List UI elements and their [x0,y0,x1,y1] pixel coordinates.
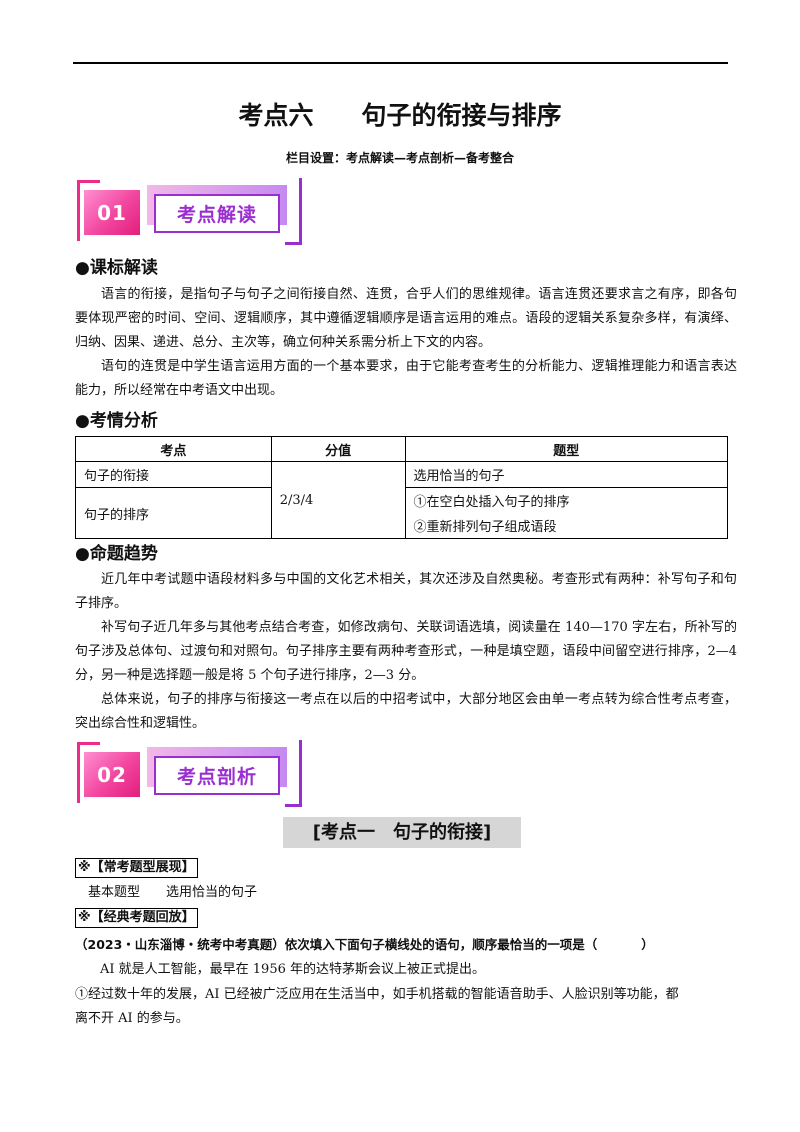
question-item-1-cont: 离不开 AI 的参与。 [75,1011,189,1026]
table-cell: ②重新排列句子组成语段 [404,513,729,539]
paragraph-qushi-1: 近几年中考试题中语段材料多与中国的文化艺术相关，其次还涉及自然奥秘。考查形式有两… [75,572,737,611]
section-badge-01: 01 考点解读 [75,178,305,248]
section-label: 考点剖析 [154,756,280,795]
table-row: 句子的排序 ①在空白处插入句子的排序 [75,487,729,539]
table-cell: ①在空白处插入句子的排序 [404,487,729,513]
section-label: 考点解读 [154,194,280,233]
badge-left-bracket [77,180,100,241]
table-cell: 选用恰当的句子 [404,461,729,488]
paragraph-kebiao-1: 语言的衔接，是指句子与句子之间衔接自然、连贯，合乎人们的思维规律。语言连贯还要求… [75,287,737,350]
title-part1: 考点六 [238,101,314,130]
heading-kebiao: ●课标解读 [75,258,158,278]
section-number: 02 [84,752,140,797]
question-stem: （2023・山东淄博・统考中考真题）依次填入下面句子横线处的语句，顺序最恰当的一… [75,934,654,953]
page-title: 考点六 句子的衔接与排序 [0,96,800,132]
column-header: 题型 [404,436,729,462]
table-header-row: 考点 分值 题型 [75,436,729,462]
column-header: 考点 [75,436,272,462]
heading-kaoqing: ●考情分析 [75,411,158,431]
badge-right-bracket [285,178,302,245]
table-row: ②重新排列句子组成语段 [76,513,729,539]
table-cell: 句子的排序 [75,487,272,539]
table-cell: 2/3/4 [270,461,406,539]
kaodian-title: [考点一 句子的衔接] [283,817,521,848]
section-badge-02: 02 考点剖析 [75,740,305,810]
question-item-1: ①经过数十年的发展，AI 已经被广泛应用在生活当中，如手机搭载的智能语音助手、人… [75,987,679,1002]
page-subtitle: 栏目设置：考点解读—考点剖析—备考整合 [285,151,514,165]
question-intro: AI 就是人工智能，最早在 1956 年的达特茅斯会议上被正式提出。 [100,962,486,977]
table-cell: 句子的衔接 [75,461,272,488]
question-close: ） [641,937,654,952]
column-header: 分值 [270,436,406,462]
badge-left-bracket [77,742,100,803]
section-number: 01 [84,190,140,235]
question-text: （2023・山东淄博・统考中考真题）依次填入下面句子横线处的语句，顺序最恰当的一… [75,937,598,952]
badge-right-bracket [285,740,302,807]
tag-jingdian: ※【经典考题回放】 [75,908,198,928]
tag-changkao: ※【常考题型展现】 [75,858,198,878]
table-row: 句子的衔接 2/3/4 选用恰当的句子 [75,461,729,539]
title-part2: 句子的衔接与排序 [361,101,562,130]
paragraph-kebiao-2: 语句的连贯是中学生语言运用方面的一个基本要求，由于它能考查考生的分析能力、逻辑推… [75,359,737,398]
heading-qushi: ●命题趋势 [75,544,158,564]
header-rule [73,62,728,64]
paragraph-qushi-2: 补写句子近几年多与其他考点结合考查，如修改病句、关联词语选填，阅读量在 140—… [75,620,737,683]
tixing-line: 基本题型 选用恰当的句子 [88,885,258,900]
paragraph-qushi-3: 总体来说，句子的排序与衔接这一考点在以后的中招考试中，大部分地区会由单一考点转为… [75,692,737,731]
kaoqing-table: 考点 分值 题型 句子的衔接 2/3/4 选用恰当的句子 句子的排序 ①在空白处… [75,436,729,539]
